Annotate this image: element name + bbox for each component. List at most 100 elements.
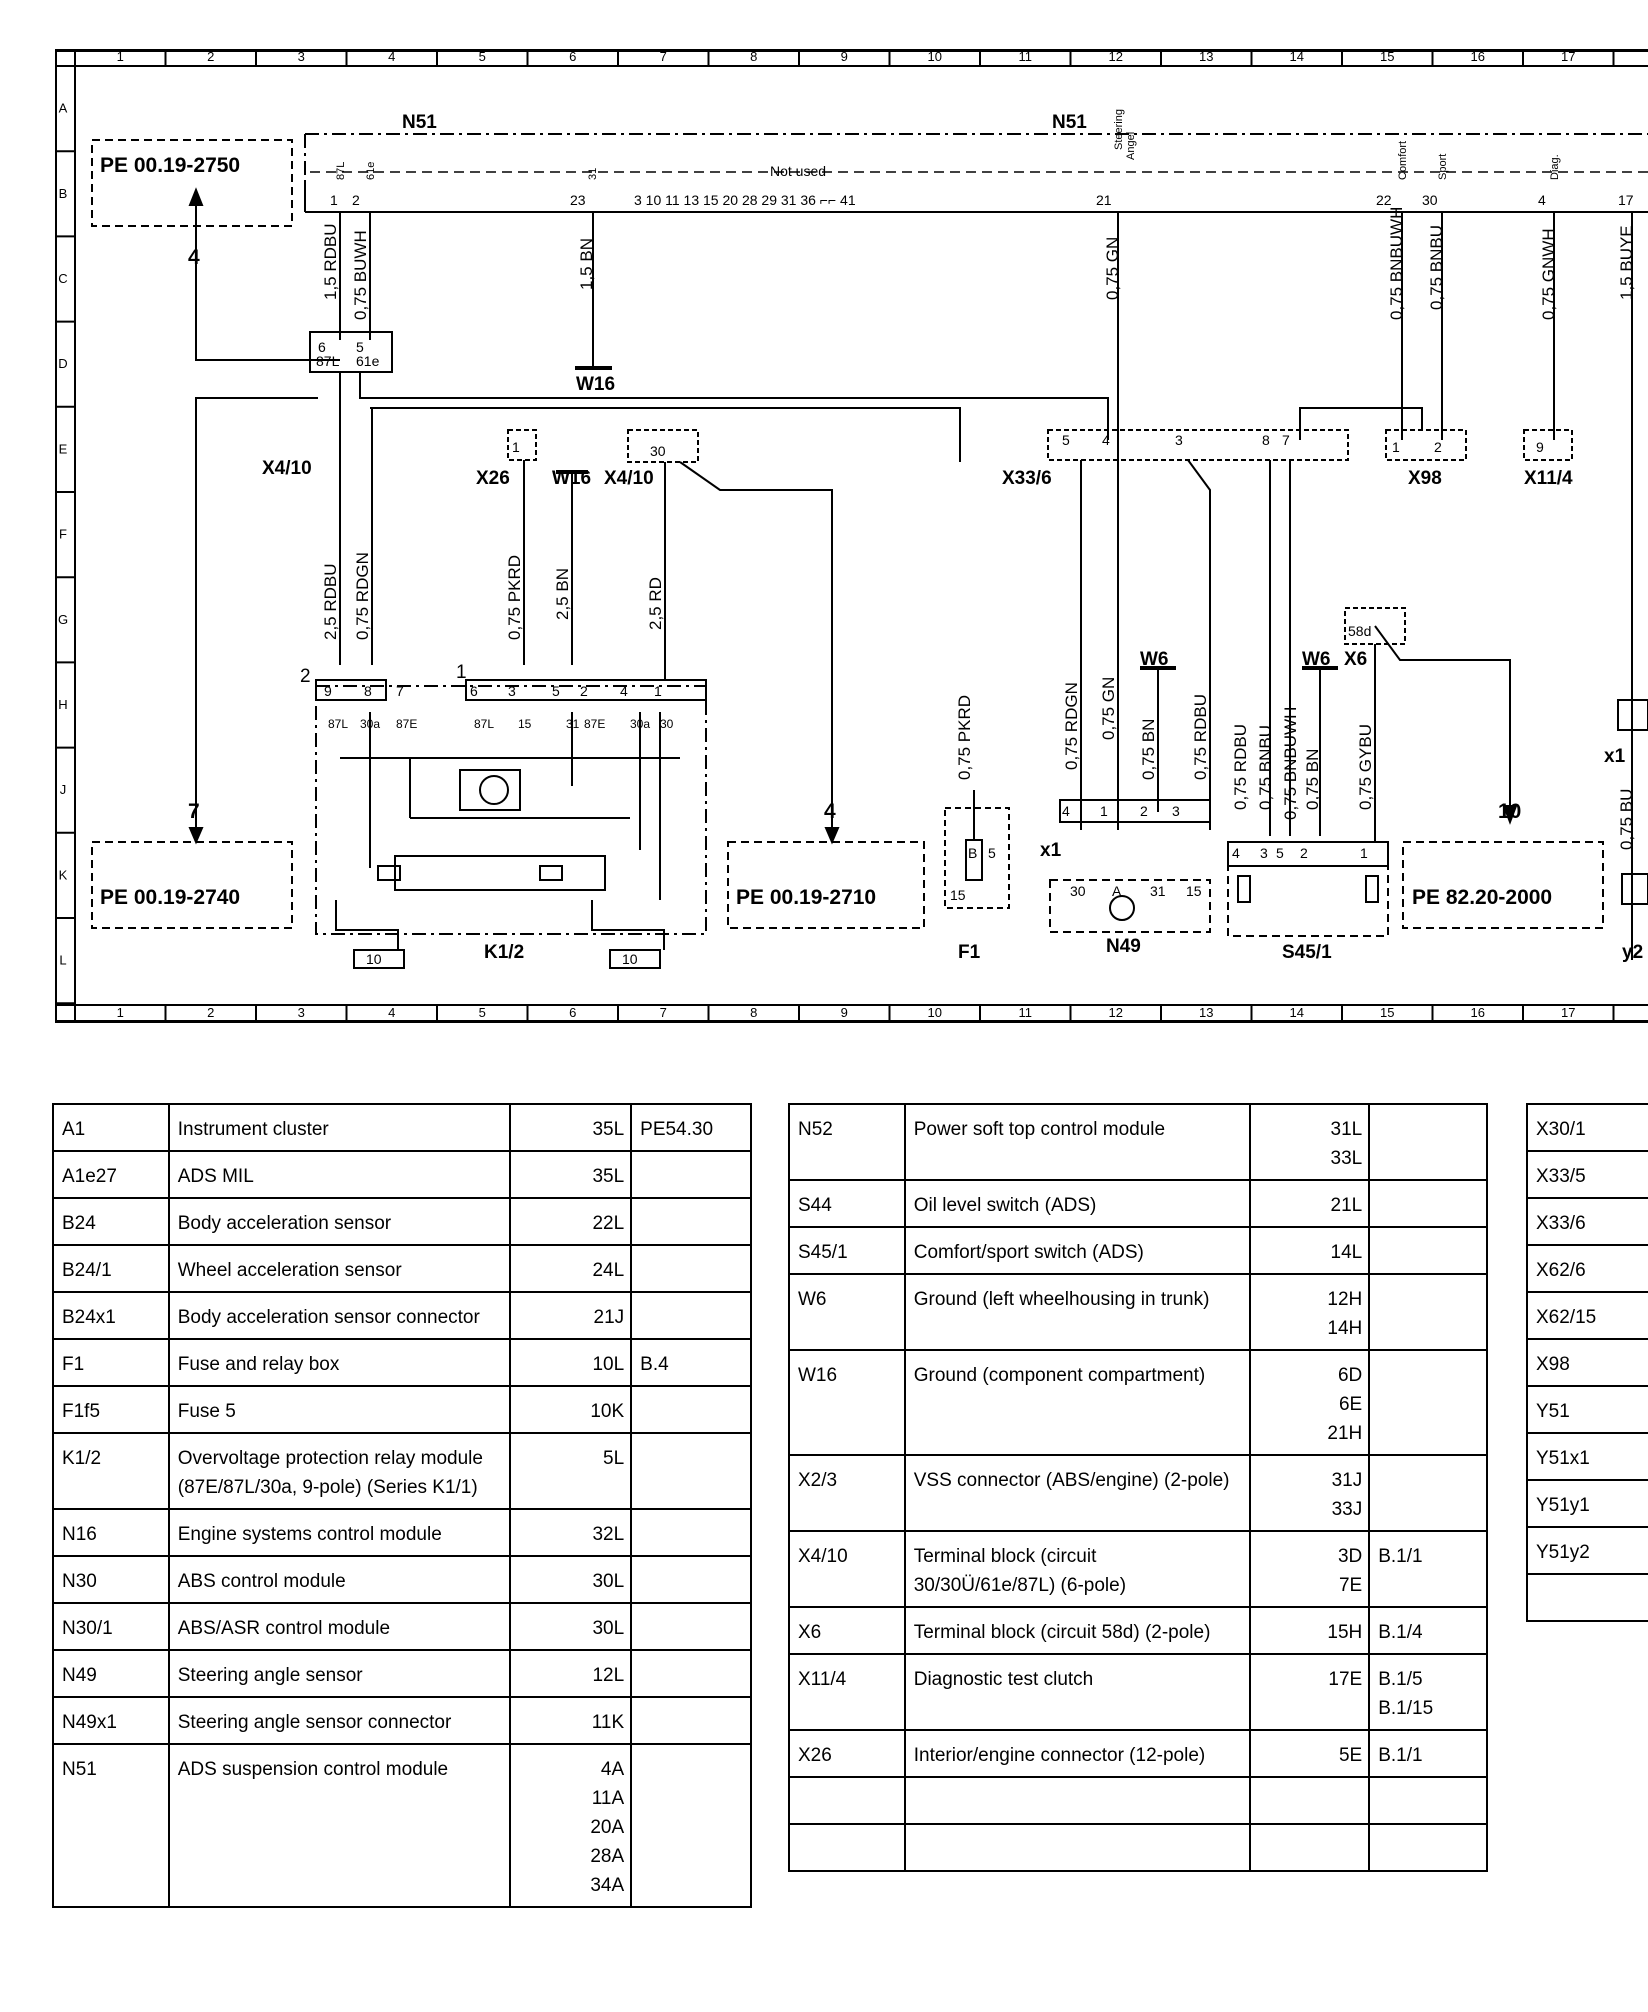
pe-2710-ref: PE 00.19-2710 [736, 886, 876, 909]
grid-column-label: 13 [1199, 49, 1213, 64]
grid-scale: 1122334455667788991010111112121313141415… [55, 49, 1648, 1022]
wire-label: 0,75 GN [1099, 677, 1118, 740]
component-code: Y51y2 [1526, 1526, 1648, 1575]
grid-reference [1248, 1776, 1371, 1825]
n49-label: N49 [1106, 936, 1141, 957]
x1-label-a: x1 [1040, 840, 1062, 861]
pe-reference: B.1/1 [1368, 1530, 1488, 1608]
k1-terminal-label: 15 [518, 717, 532, 731]
n51-right-label: N51 [1052, 112, 1087, 133]
wire-label: 0,75 BN [1303, 749, 1322, 810]
grid-row-label: E [59, 441, 68, 456]
component-code: B24 [52, 1197, 170, 1246]
legend-row: X62/15 [1526, 1291, 1648, 1340]
x33-pin-label: 8 [1262, 432, 1270, 448]
pe-reference [630, 1150, 752, 1199]
s45-1-label: S45/1 [1282, 942, 1332, 963]
k1-transistor [459, 769, 521, 811]
component-code: N30 [52, 1555, 170, 1604]
pe-2740-ref: PE 00.19-2740 [100, 886, 240, 909]
pin-label: 1 [512, 439, 520, 455]
pin-label: 30 [1422, 192, 1438, 208]
pin-label: 6 [318, 339, 326, 355]
legend-row: Y51x1 [1526, 1432, 1648, 1481]
grid-row-label: C [58, 271, 67, 286]
x33-pin-label: 5 [1062, 432, 1070, 448]
legend-row: X30/1 [1526, 1103, 1648, 1152]
component-code: B24x1 [52, 1291, 170, 1340]
component-description: Terminal block (circuit 58d) (2-pole) [903, 1606, 1251, 1655]
wire-label: 1,5 BN [577, 238, 596, 290]
pin-function-label: 31 [587, 168, 599, 180]
legend-row [1526, 1573, 1648, 1622]
grid-reference: 4A 11A 20A 28A 34A [508, 1743, 633, 1908]
legend-row: Y51y2 [1526, 1526, 1648, 1575]
component-description: Overvoltage protection relay module (87E… [167, 1432, 511, 1510]
component-code: F1f5 [52, 1385, 170, 1434]
grid-column-label: 14 [1290, 1005, 1304, 1020]
k1-pin-label: 7 [396, 683, 404, 699]
grid-column-label: 10 [928, 1005, 942, 1020]
wire-label: 0,75 BN [1139, 719, 1158, 780]
grid-reference: 32L [508, 1508, 633, 1557]
pe-reference [1368, 1349, 1488, 1456]
k1-pin-label: 8 [364, 683, 372, 699]
grid-column-label: 6 [569, 1005, 576, 1020]
wire-label: 0,75 BNBUWH [1281, 707, 1300, 820]
not-used-label: Not used [770, 163, 826, 179]
component-code: W6 [788, 1273, 906, 1351]
grid-column-label: 9 [841, 49, 848, 64]
pe-reference: PE54.30 [630, 1103, 752, 1152]
component-description: Fuse and relay box [167, 1338, 511, 1387]
legend-row: X98 [1526, 1338, 1648, 1387]
grid-column-label: 15 [1380, 49, 1394, 64]
wire-label: 1,5 BUYE [1617, 225, 1636, 300]
grid-column-label: 5 [479, 1005, 486, 1020]
x4-10-label: X4/10 [262, 458, 312, 479]
grid-reference: 5L [508, 1432, 633, 1510]
w6-label-b: W6 [1302, 649, 1331, 670]
component-code: W16 [788, 1349, 906, 1456]
x98-label: X98 [1408, 468, 1442, 489]
component-code: X33/5 [1526, 1150, 1648, 1199]
f1-fuse-box [944, 807, 1010, 909]
x11-4-label: X11/4 [1524, 468, 1573, 489]
s45-pin-label: 2 [1300, 845, 1308, 861]
component-code: N30/1 [52, 1602, 170, 1651]
n49-terminal-label: 31 [1150, 883, 1166, 899]
wire-label: 0,75 PKRD [955, 695, 974, 780]
x4-10-label-b: X4/10 [604, 468, 654, 489]
grid-column-label: 2 [207, 49, 214, 64]
grid-column-label: 4 [388, 49, 395, 64]
wire-label: 0,75 GNWH [1539, 228, 1558, 320]
grid-column-label: 13 [1199, 1005, 1213, 1020]
wire-label: 2,5 BN [553, 568, 572, 620]
x33-6-connector [1047, 429, 1349, 461]
component-description [903, 1823, 1251, 1872]
wire-label: 0,75 GN [1103, 237, 1122, 300]
x33-6-label: X33/6 [1002, 468, 1052, 489]
y2-label: y2 [1622, 942, 1643, 963]
pin-function-label: Comfort [1397, 141, 1409, 180]
component-code: N51 [52, 1743, 170, 1908]
k1-pin-label: 4 [620, 683, 628, 699]
component-description: Wheel acceleration sensor [167, 1244, 511, 1293]
k1-terminal-label: 87L [474, 717, 494, 731]
x26-label: X26 [476, 468, 510, 489]
component-code: X2/3 [788, 1454, 906, 1532]
component-description: Interior/engine connector (12-pole) [903, 1729, 1251, 1778]
component-code: X4/10 [788, 1530, 906, 1608]
fuse-value: 10 [366, 951, 382, 967]
k1-2-relay-module [315, 685, 707, 935]
pin-label: 22 [1376, 192, 1392, 208]
component-code: X98 [1526, 1338, 1648, 1387]
k1-terminal-label: 87E [396, 717, 417, 731]
